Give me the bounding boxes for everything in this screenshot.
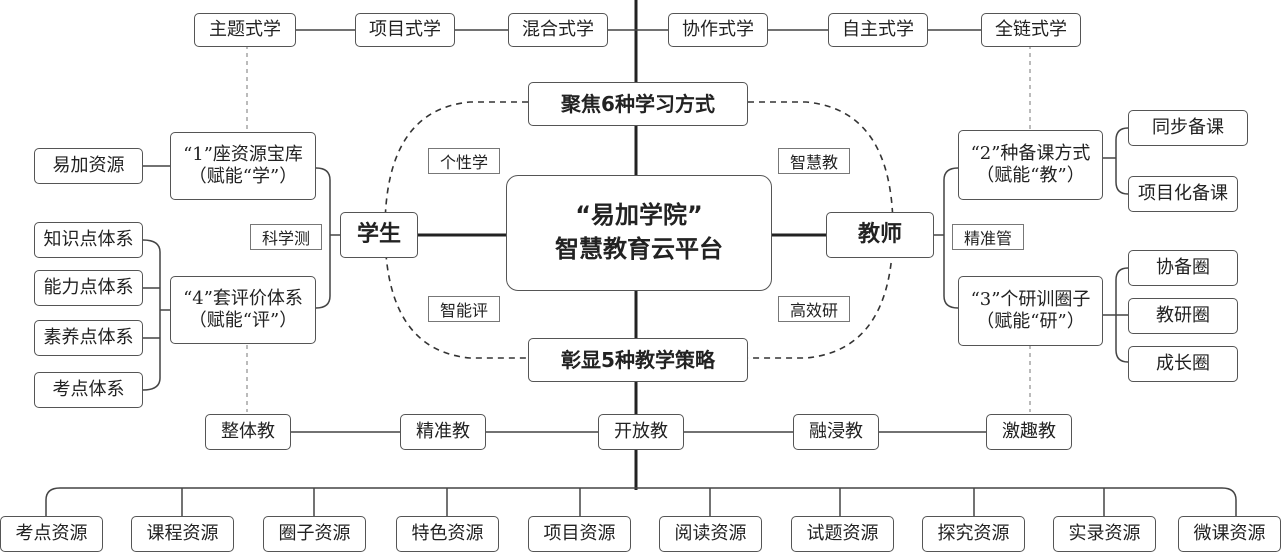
eval-leaf: 考点体系 <box>34 372 143 408</box>
student-node: 学生 <box>340 212 418 258</box>
mode-box: 协作式学 <box>668 13 768 47</box>
resource-box: 考点资源 <box>0 516 103 552</box>
strategy-box: 开放教 <box>598 414 684 450</box>
ring-tag-smart-teaching: 智慧教 <box>778 148 850 174</box>
strategy-box: 精准教 <box>400 414 486 450</box>
resource-library-node: “1”座资源宝库（赋能“学”） <box>170 132 316 200</box>
resource-box: 实录资源 <box>1053 516 1156 552</box>
resource-box: 特色资源 <box>396 516 499 552</box>
resource-leaf: 易加资源 <box>34 148 143 184</box>
resource-box: 项目资源 <box>528 516 631 552</box>
teacher-tag-precise-management: 精准管 <box>952 224 1024 250</box>
research-leaf: 成长圈 <box>1128 346 1238 382</box>
mode-box: 全链式学 <box>981 13 1081 47</box>
eval-leaf: 素养点体系 <box>34 320 143 356</box>
lesson-prep-node: “2”种备课方式（赋能“教”） <box>958 130 1103 200</box>
teacher-node: 教师 <box>826 212 934 258</box>
strategy-box: 激趣教 <box>986 414 1072 450</box>
ring-tag-personalized: 个性学 <box>428 148 500 174</box>
eval-leaf: 能力点体系 <box>34 270 143 306</box>
evaluation-system-node: “4”套评价体系（赋能“评”） <box>170 276 316 344</box>
mode-box: 主题式学 <box>194 13 296 47</box>
ring-tag-smart-eval: 智能评 <box>428 296 500 322</box>
student-tag-science-test: 科学测 <box>250 224 322 250</box>
platform-center: “易加学院” 智慧教育云平台 <box>506 175 772 291</box>
learning-modes-banner: 聚焦6种学习方式 <box>528 82 748 126</box>
platform-subtitle: 智慧教育云平台 <box>555 235 723 263</box>
strategy-box: 整体教 <box>205 414 291 450</box>
eval-leaf: 知识点体系 <box>34 222 143 258</box>
prep-leaf: 项目化备课 <box>1128 176 1238 212</box>
research-circle-node: “3”个研训圈子（赋能“研”） <box>958 276 1103 346</box>
resource-box: 探究资源 <box>922 516 1025 552</box>
strategy-box: 融浸教 <box>793 414 879 450</box>
resource-box: 阅读资源 <box>659 516 762 552</box>
mode-box: 项目式学 <box>355 13 455 47</box>
mode-box: 自主式学 <box>828 13 928 47</box>
teaching-strategies-banner: 彰显5种教学策略 <box>528 338 748 382</box>
resource-box: 试题资源 <box>791 516 894 552</box>
resource-box: 微课资源 <box>1178 516 1281 552</box>
resource-box: 课程资源 <box>131 516 234 552</box>
research-leaf: 教研圈 <box>1128 298 1238 334</box>
resource-box: 圈子资源 <box>263 516 366 552</box>
prep-leaf: 同步备课 <box>1128 110 1248 146</box>
research-leaf: 协备圈 <box>1128 250 1238 286</box>
platform-title: “易加学院” <box>575 201 703 230</box>
ring-tag-efficient-research: 高效研 <box>778 296 850 322</box>
mode-box: 混合式学 <box>508 13 608 47</box>
